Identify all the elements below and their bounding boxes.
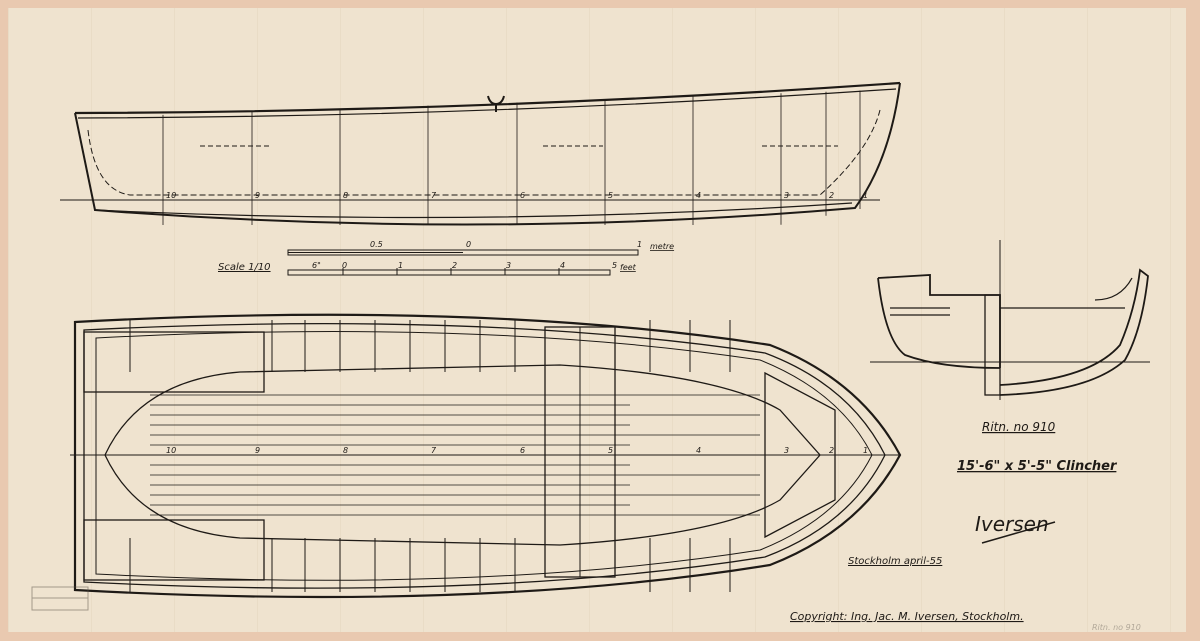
feet-unit: feet [620,263,637,272]
station-label: 5 [608,446,613,455]
station-label: 6 [520,191,525,200]
station-label: 4 [696,446,701,455]
station-label: 1 [863,191,868,200]
station-label: 8 [343,446,348,455]
archive-stamp [31,586,89,611]
profile-view: 10 9 8 7 6 5 4 3 2 1 [60,81,901,226]
station-label: 2 [829,446,834,455]
feet-label: 5 [612,261,617,270]
station-label: 5 [608,191,613,200]
copyright: Copyright: Ing. Jac. M. Iversen, Stockho… [790,610,1024,623]
station-label: 10 [166,191,176,200]
signature: Iversen [975,512,1049,536]
boat-spec: 15'-6" x 5'-5" Clincher [957,459,1118,474]
metre-unit: metre [650,242,674,251]
metre-label-half: 0.5 [370,240,383,249]
feet-label: 0 [342,261,347,270]
station-label: 1 [863,446,868,455]
station-label: 7 [431,446,437,455]
station-label: 6 [520,446,525,455]
section-view [870,240,1150,400]
station-label: 9 [255,191,260,200]
drawing-number: Ritn. no 910 [982,420,1056,434]
place-date: Stockholm april-55 [848,556,942,567]
scale-bars: Scale 1/10 0.5 0 1 metre 6" 0 1 2 3 4 5 … [218,240,674,276]
station-label: 9 [255,446,260,455]
station-label: 2 [829,191,834,200]
station-label: 4 [696,191,701,200]
feet-label: 2 [452,261,457,270]
pencil-note: Ritn. no 910 [1092,623,1141,632]
metre-label-zero: 0 [466,240,471,249]
feet-label: 1 [398,261,403,270]
plan-view: 10 9 8 7 6 5 4 3 2 1 [70,313,902,599]
metre-label-one: 1 [637,240,642,249]
rowlock-icon [487,95,505,112]
feet-label: 3 [506,261,511,270]
station-label: 3 [784,446,789,455]
station-label: 8 [343,191,348,200]
station-label: 10 [166,446,176,455]
station-label: 7 [431,191,437,200]
feet-label: 4 [560,261,565,270]
scale-label: Scale 1/10 [218,262,271,273]
station-label: 3 [784,191,789,200]
feet-label-6in: 6" [312,261,321,270]
